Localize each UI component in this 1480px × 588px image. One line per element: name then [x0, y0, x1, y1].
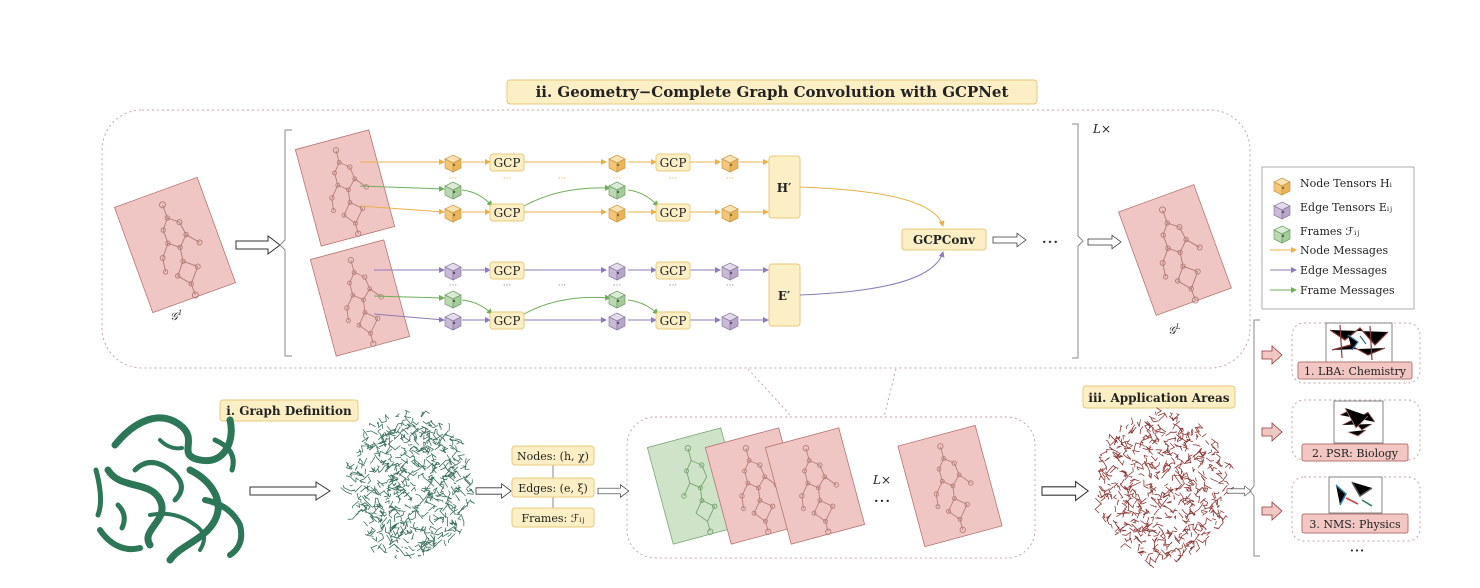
- nms-image: [1328, 476, 1383, 514]
- left-bracket: [279, 129, 292, 357]
- legend-label: Frame Messages: [1300, 284, 1395, 297]
- svg-text:···: ···: [449, 174, 458, 184]
- frames-definition: Frames: ℱᵢⱼ: [521, 512, 584, 525]
- legend-cube-icon: [1273, 177, 1291, 196]
- legend-cube-icon: [1273, 201, 1291, 220]
- app-nms-label: 3. NMS: Physics: [1309, 518, 1401, 531]
- edge-branch-graph: [309, 239, 411, 357]
- e-prime-block: E′: [768, 263, 801, 327]
- input-graph: 𝒢1: [113, 176, 237, 323]
- layers-bottom-label: L×: [872, 473, 891, 487]
- gcpconv-block: GCPConv: [901, 228, 987, 251]
- layer-ellipsis: ···: [1041, 232, 1058, 253]
- graph-stack: [646, 424, 1003, 548]
- layers-top-label: L×: [1092, 122, 1111, 136]
- gcp-label: GCP: [494, 264, 521, 278]
- g1-label: 𝒢1: [170, 309, 182, 323]
- main-title: ii. Geometry−Complete Graph Convolution …: [536, 83, 1009, 101]
- output-arrow: [1087, 234, 1122, 250]
- gcp-label: GCP: [660, 206, 687, 220]
- edges-definition: Edges: (e, ξ): [518, 482, 588, 495]
- app-lba: 1. LBA: Chemistry: [1261, 322, 1421, 384]
- legend-label: Frames ℱᵢⱼ: [1300, 225, 1359, 238]
- svg-text:···: ···: [726, 281, 735, 291]
- protein-sticks: [340, 409, 475, 559]
- edge-branch-flows: [373, 267, 769, 323]
- zoom-connector-right: [883, 368, 897, 418]
- output-graph: 𝒢L: [1118, 184, 1232, 337]
- definition-boxes: Nodes: (h, χ) Edges: (e, ξ) Frames: ℱᵢⱼ: [511, 445, 595, 528]
- graph-definition-title: i. Graph Definition: [226, 404, 352, 418]
- node-branch-flows: [359, 159, 769, 215]
- h-to-gcpconv: [799, 186, 945, 227]
- repeat-dots-edge: ··· ··· ··· ··· ··· ···: [449, 281, 735, 291]
- application-title-box: iii. Application Areas: [1082, 385, 1236, 409]
- stack-arrow: [1041, 481, 1089, 501]
- application-bracket: [1249, 319, 1260, 557]
- graph-stack-panel: [626, 416, 1036, 559]
- gl-label: 𝒢L: [1168, 323, 1181, 337]
- definition-arrow: [597, 484, 630, 498]
- svg-text:···: ···: [449, 281, 458, 291]
- legend-label: Edge Tensors Eᵢⱼ: [1300, 201, 1392, 214]
- svg-text:···: ···: [558, 281, 567, 291]
- app-lba-label: 1. LBA: Chemistry: [1304, 365, 1407, 378]
- legend-label: Edge Messages: [1300, 264, 1387, 277]
- node-branch-graph: [294, 129, 396, 247]
- svg-text:···: ···: [503, 174, 512, 184]
- svg-text:···: ···: [669, 174, 678, 184]
- svg-text:···: ···: [613, 174, 622, 184]
- gcpconv-label: GCPConv: [913, 233, 976, 247]
- h-prime-block: H′: [768, 155, 801, 219]
- zoom-connector-left: [747, 368, 793, 418]
- application-title: iii. Application Areas: [1088, 391, 1229, 405]
- gcp-label: GCP: [494, 206, 521, 220]
- gcpconv-arrow: [992, 232, 1027, 248]
- svg-text:···: ···: [503, 281, 512, 291]
- app-psr: 2. PSR: Biology: [1261, 399, 1421, 462]
- gcp-label: GCP: [660, 264, 687, 278]
- gcp-label: GCP: [494, 314, 521, 328]
- protein-ribbon: [93, 414, 245, 564]
- apps-ellipsis: ···: [1349, 541, 1364, 560]
- svg-text:···: ···: [669, 281, 678, 291]
- gcp-blocks: GCP GCP GCP GCP GCP GCP GCP GCP: [489, 153, 691, 330]
- e-to-gcpconv: [799, 251, 945, 296]
- app-psr-label: 2. PSR: Biology: [1312, 447, 1399, 460]
- nodes-definition: Nodes: (h, χ): [517, 450, 589, 463]
- gcp-label: GCP: [494, 156, 521, 170]
- legend-label: Node Messages: [1300, 244, 1388, 257]
- app-nms: 3. NMS: Physics: [1261, 476, 1421, 542]
- svg-text:···: ···: [726, 174, 735, 184]
- stack-ellipsis: ···: [873, 491, 890, 512]
- main-title-box: ii. Geometry−Complete Graph Convolution …: [506, 79, 1038, 105]
- svg-text:···: ···: [613, 281, 622, 291]
- sticks-arrow: [475, 483, 512, 499]
- application-arrow: [1226, 485, 1252, 497]
- svg-text:···: ···: [558, 174, 567, 184]
- legend-label: Node Tensors Hᵢ: [1300, 177, 1393, 190]
- e-prime-label: E′: [778, 289, 790, 303]
- legend-cube-icon: [1273, 225, 1291, 244]
- graph-definition-title-box: i. Graph Definition: [219, 399, 359, 422]
- h-prime-label: H′: [777, 181, 792, 195]
- input-arrow: [235, 235, 281, 255]
- protein-sticks-red: [1094, 407, 1235, 569]
- right-bracket: [1072, 123, 1084, 359]
- gcp-label: GCP: [660, 314, 687, 328]
- gcpnet-panel: [101, 109, 1251, 369]
- repeat-dots: ··· ··· ··· ··· ··· ···: [449, 174, 735, 184]
- gcp-label: GCP: [660, 156, 687, 170]
- protein-arrow: [249, 481, 331, 501]
